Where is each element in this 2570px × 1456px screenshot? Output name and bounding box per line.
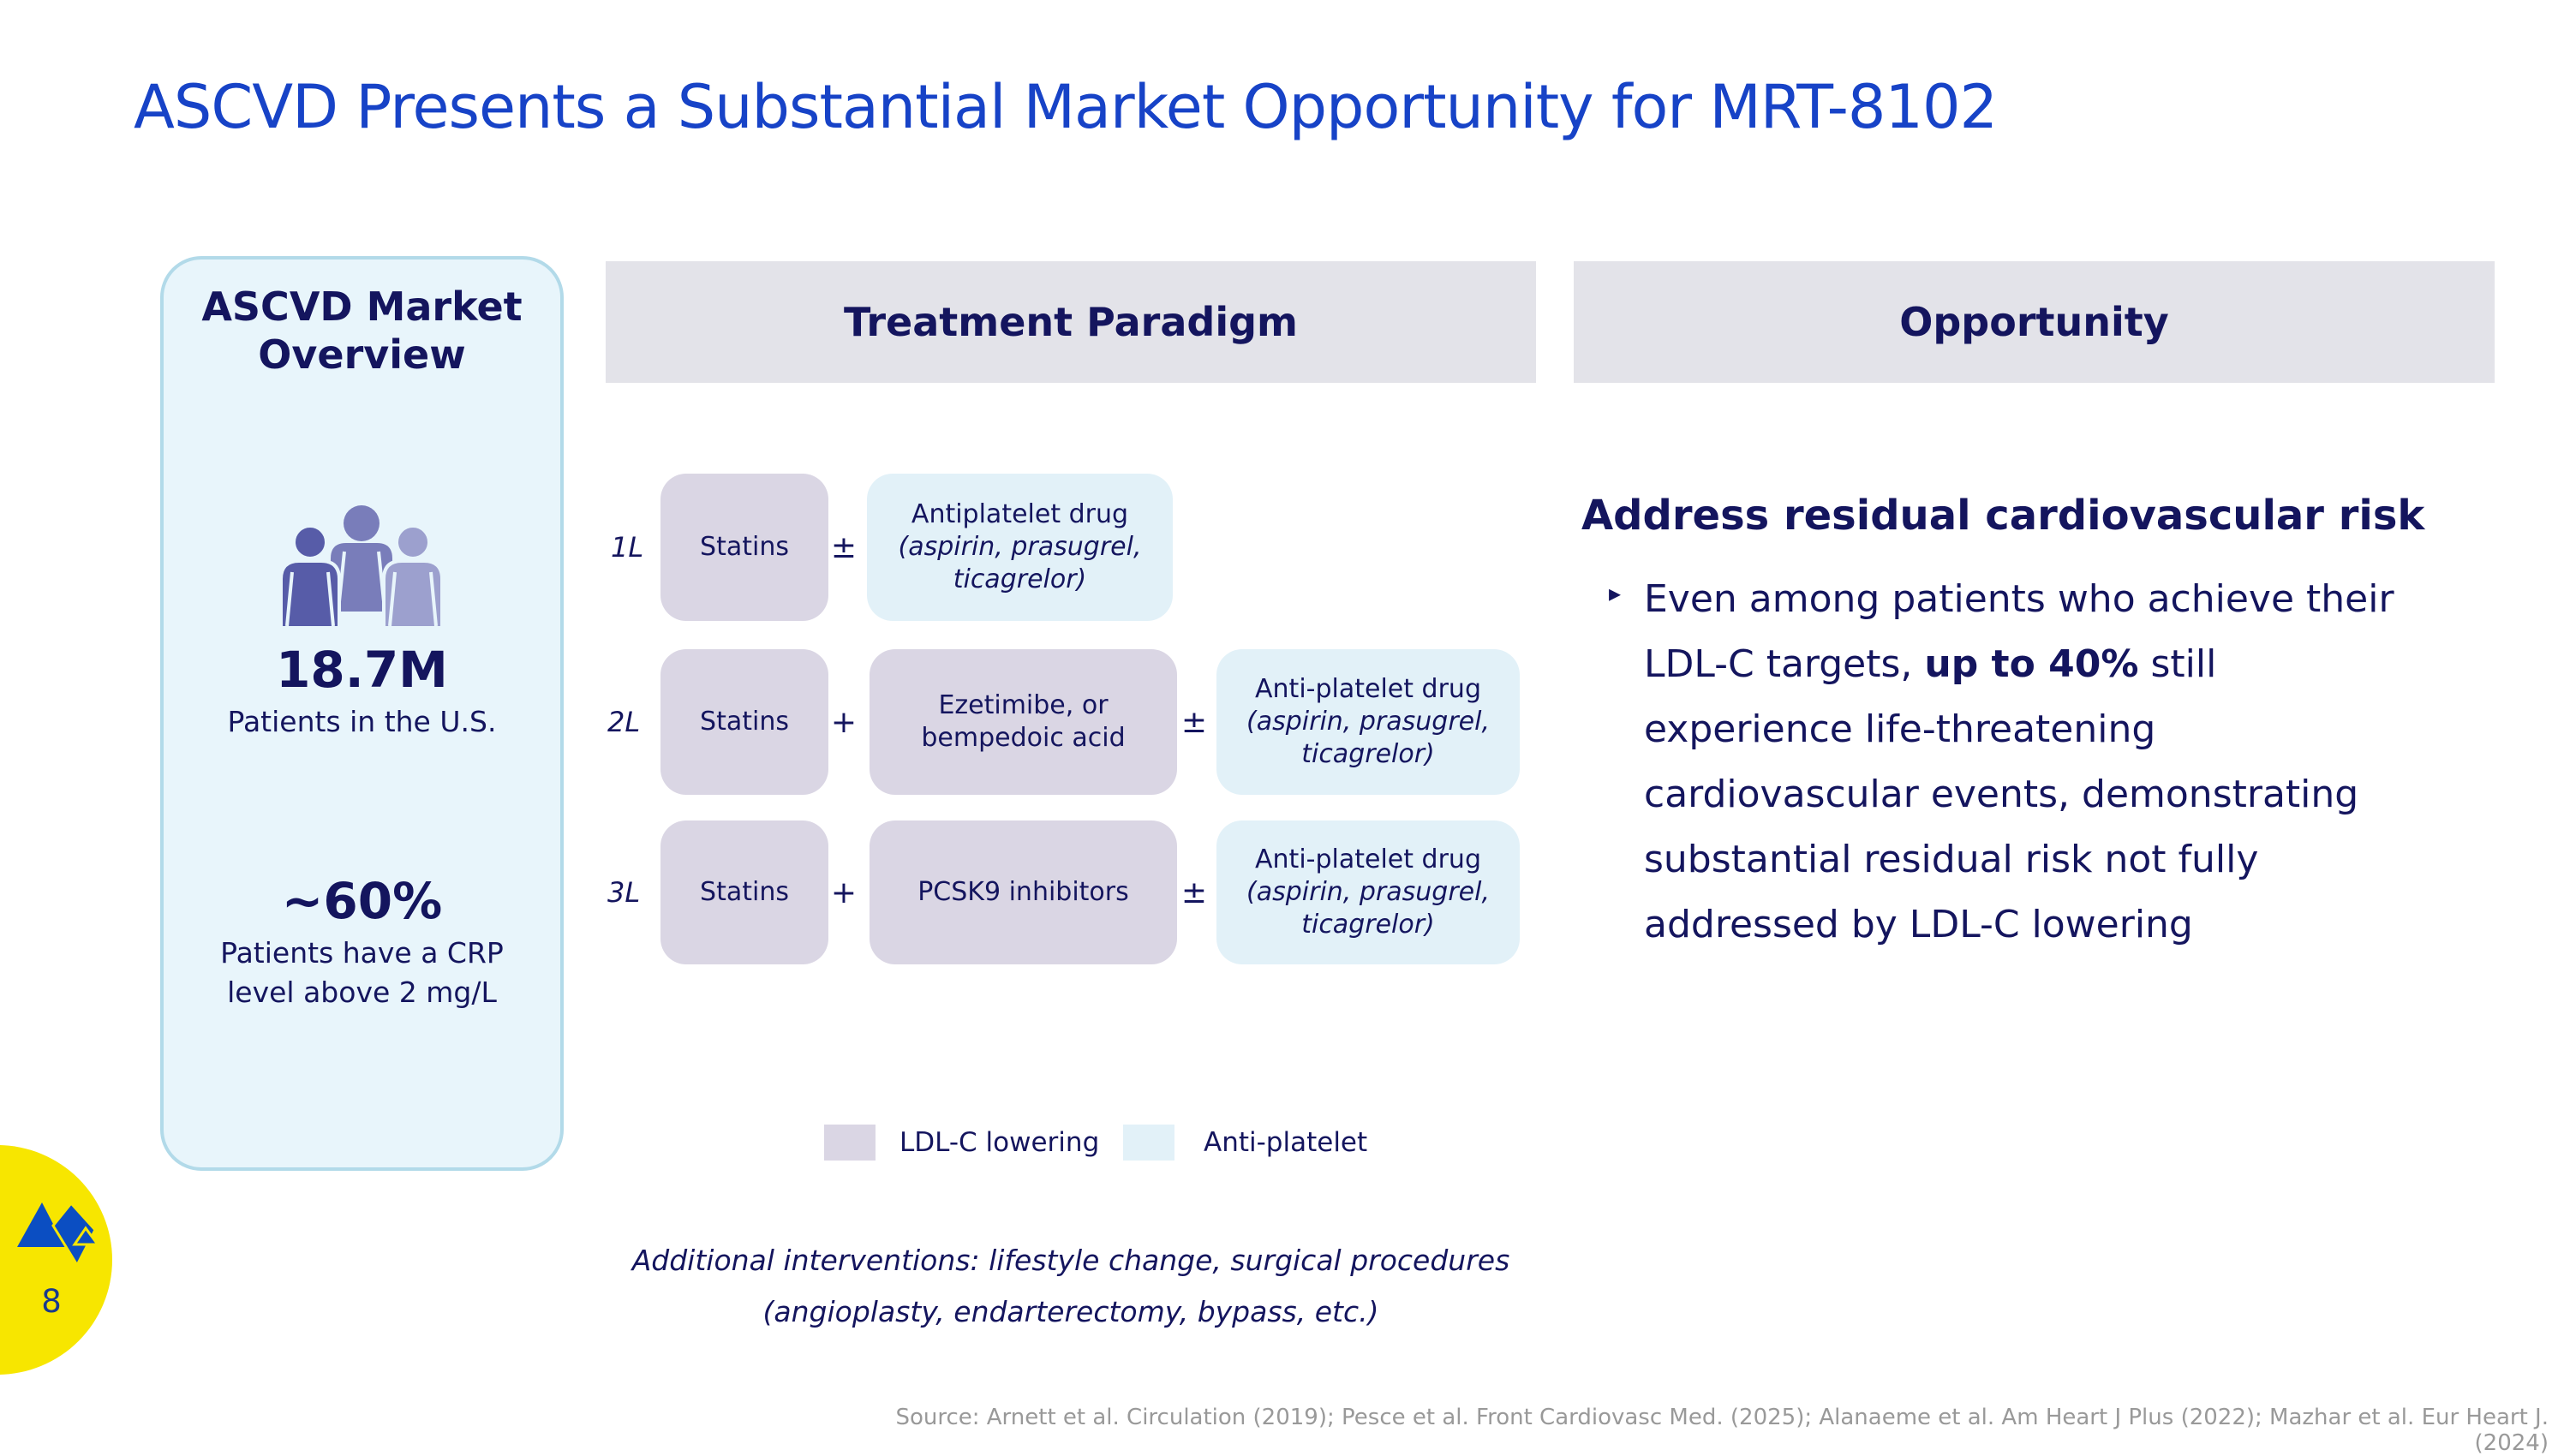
- box-2l-ezetimibe: Ezetimibe, or bempedoic acid: [870, 649, 1177, 795]
- note-line-1: Additional interventions: lifestyle chan…: [631, 1244, 1510, 1277]
- logo-mark-icon: [12, 1199, 106, 1275]
- operator-3l-plus: +: [830, 874, 858, 910]
- operator-3l-plusminus: ±: [1180, 874, 1208, 910]
- row-label-3l: 3L: [607, 876, 641, 909]
- box-3l-statins-label: Statins: [700, 877, 789, 907]
- operator-2l-plus: +: [830, 704, 858, 740]
- overview-panel-title: ASCVD Market Overview: [201, 283, 523, 378]
- opportunity-header: Opportunity: [1574, 261, 2495, 383]
- box-2l-ezetimibe-label: Ezetimibe, or bempedoic acid: [921, 690, 1126, 753]
- additional-interventions-note: Additional interventions: lifestyle chan…: [606, 1235, 1536, 1338]
- opportunity-header-label: Opportunity: [1899, 299, 2169, 345]
- bullet-text-pre: Even among patients who achieve their LD…: [1644, 577, 2394, 686]
- box-2l-antiplatelet: Anti-platelet drug (aspirin, prasugrel, …: [1216, 649, 1520, 795]
- box-3l-pcsk9: PCSK9 inhibitors: [870, 820, 1177, 964]
- box-2l-statins: Statins: [660, 649, 828, 795]
- box-2l-antiplatelet-detail: (aspirin, prasugrel, ticagrelor): [1246, 707, 1490, 769]
- source-citation: Source: Arnett et al. Circulation (2019)…: [895, 1405, 2549, 1456]
- treatment-paradigm-header: Treatment Paradigm: [606, 261, 1536, 383]
- bullet-text-post: still experience life-threatening cardio…: [1644, 642, 2359, 946]
- row-label-1l: 1L: [611, 531, 644, 564]
- box-3l-statins: Statins: [660, 820, 828, 964]
- bullet-text-bold: up to 40%: [1924, 642, 2139, 686]
- box-1l-antiplatelet-detail: (aspirin, prasugrel, ticagrelor): [898, 532, 1142, 594]
- bullet-arrow-icon: ▸: [1609, 579, 1622, 607]
- patients-stat-value: 18.7M: [276, 641, 448, 699]
- ascvd-overview-panel: [160, 256, 564, 1171]
- people-group-icon: [276, 504, 447, 630]
- box-3l-pcsk9-label: PCSK9 inhibitors: [917, 877, 1129, 907]
- box-1l-statins-label: Statins: [700, 532, 789, 562]
- slide-title: ASCVD Presents a Substantial Market Oppo…: [134, 72, 1998, 142]
- box-3l-antiplatelet-name: Anti-platelet drug: [1255, 844, 1481, 874]
- patients-stat-label: Patients in the U.S.: [227, 705, 497, 738]
- box-2l-statins-label: Statins: [700, 707, 789, 737]
- treatment-paradigm-header-label: Treatment Paradigm: [844, 299, 1298, 345]
- operator-2l-plusminus: ±: [1180, 704, 1208, 740]
- operator-1l-plusminus: ±: [830, 529, 858, 565]
- legend-label-antiplatelet: Anti-platelet: [1204, 1127, 1368, 1158]
- crp-stat-value: ~60%: [281, 872, 443, 930]
- legend-label-ldl: LDL-C lowering: [900, 1127, 1100, 1158]
- box-2l-antiplatelet-name: Anti-platelet drug: [1255, 674, 1481, 704]
- row-label-2l: 2L: [607, 706, 641, 738]
- box-1l-antiplatelet: Antiplatelet drug (aspirin, prasugrel, t…: [867, 474, 1173, 621]
- page-number: 8: [41, 1283, 62, 1320]
- note-line-2: (angioplasty, endarterectomy, bypass, et…: [762, 1295, 1379, 1328]
- box-1l-statins: Statins: [660, 474, 828, 621]
- box-3l-antiplatelet-detail: (aspirin, prasugrel, ticagrelor): [1246, 877, 1490, 940]
- box-3l-antiplatelet: Anti-platelet drug (aspirin, prasugrel, …: [1216, 820, 1520, 964]
- opportunity-headline: Address residual cardiovascular risk: [1581, 492, 2425, 540]
- crp-stat-label: Patients have a CRP level above 2 mg/L: [220, 936, 504, 1009]
- opportunity-bullet-text: Even among patients who achieve their LD…: [1644, 567, 2398, 958]
- box-1l-antiplatelet-name: Antiplatelet drug: [911, 499, 1129, 529]
- legend-swatch-ldl: [824, 1125, 876, 1161]
- legend-swatch-antiplatelet: [1123, 1125, 1174, 1161]
